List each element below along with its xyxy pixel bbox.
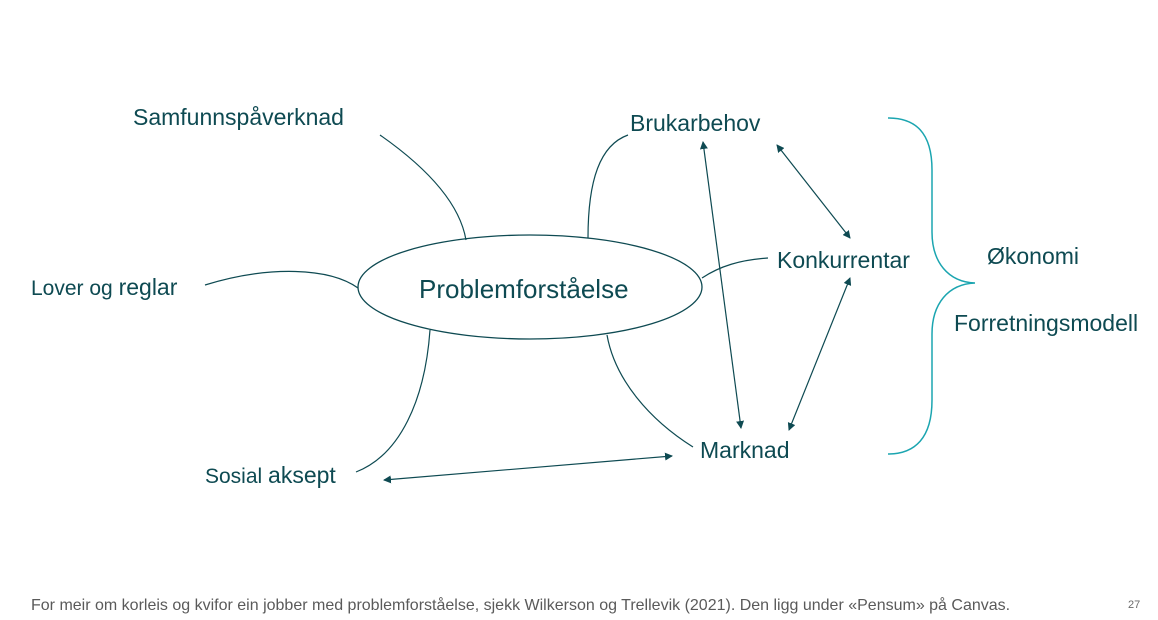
node-sosial-part2: aksept xyxy=(268,462,336,488)
connector-lover xyxy=(204,270,359,289)
node-lover-part1: Lover og xyxy=(31,277,113,300)
arrow-sosial-marknad xyxy=(383,452,673,484)
arrow-brukar-marknad xyxy=(699,141,745,429)
curly-bracket xyxy=(887,117,976,455)
arrow-konkurrentar-marknad xyxy=(787,277,852,431)
node-sosial-part1: Sosial xyxy=(205,465,263,488)
arrow-brukar-konkurrentar xyxy=(776,144,851,239)
node-samfunnspaverknad: Samfunnspåverknad xyxy=(133,104,344,130)
connector-brukar xyxy=(587,134,629,239)
node-lover-part2: reglar xyxy=(118,274,178,300)
node-sosial-aksept: Sosial aksept xyxy=(205,462,336,488)
node-marknad: Marknad xyxy=(700,437,790,463)
page-number: 27 xyxy=(1128,599,1141,611)
connector-konkurrentar xyxy=(701,257,769,279)
bracket-label-okonomi: Økonomi xyxy=(987,243,1080,269)
bracket-label-forretningsmodell: Forretningsmodell xyxy=(954,310,1139,336)
center-label: Problemforståelse xyxy=(419,274,629,304)
connector-sosial xyxy=(355,329,431,473)
node-konkurrentar: Konkurrentar xyxy=(777,247,910,273)
node-lover-og-reglar: Lover og reglar xyxy=(31,274,178,300)
connector-marknad xyxy=(606,334,694,448)
node-brukarbehov: Brukarbehov xyxy=(630,110,761,136)
connector-samfunn xyxy=(379,134,467,241)
footnote: For meir om korleis og kvifor ein jobber… xyxy=(31,597,1011,614)
